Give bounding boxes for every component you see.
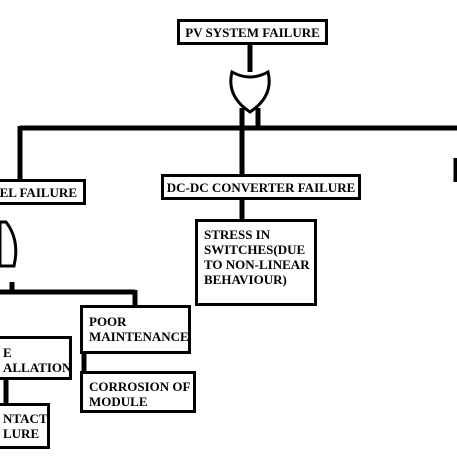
corrosion-line-2: MODULE [89, 394, 148, 409]
top-event-box: PV SYSTEM FAILURE [177, 19, 328, 45]
panel-failure-box: NEL FAILURE [0, 179, 86, 205]
converter-failure-box: DC-DC CONVERTER FAILURE [161, 174, 361, 200]
contact-line-1: NTACT [3, 411, 48, 426]
stress-line-2: SWITCHES(DUE [204, 242, 306, 257]
installation-line-2: ALLATION [3, 360, 72, 375]
installation-box: E ALLATION [0, 336, 72, 380]
poor-maintenance-line-1: POOR [89, 314, 127, 329]
installation-line-1: E [3, 345, 12, 360]
top-event-label: PV SYSTEM FAILURE [185, 24, 320, 40]
contact-box: NTACT LURE [0, 403, 50, 449]
stress-line-1: STRESS IN [204, 227, 271, 242]
panel-failure-label: NEL FAILURE [0, 184, 77, 200]
poor-maintenance-line-2: MAINTENANCE [89, 329, 189, 344]
converter-failure-label: DC-DC CONVERTER FAILURE [166, 179, 356, 195]
poor-maintenance-box: POOR MAINTENANCE [80, 305, 191, 354]
stress-line-3: TO NON-LINEAR [204, 257, 310, 272]
corrosion-line-1: CORROSION OF [89, 379, 191, 394]
contact-line-2: LURE [3, 426, 40, 441]
stress-line-4: BEHAVIOUR) [204, 272, 287, 287]
corrosion-box: CORROSION OF MODULE [80, 371, 196, 413]
stress-box: STRESS IN SWITCHES(DUE TO NON-LINEAR BEH… [195, 219, 317, 306]
